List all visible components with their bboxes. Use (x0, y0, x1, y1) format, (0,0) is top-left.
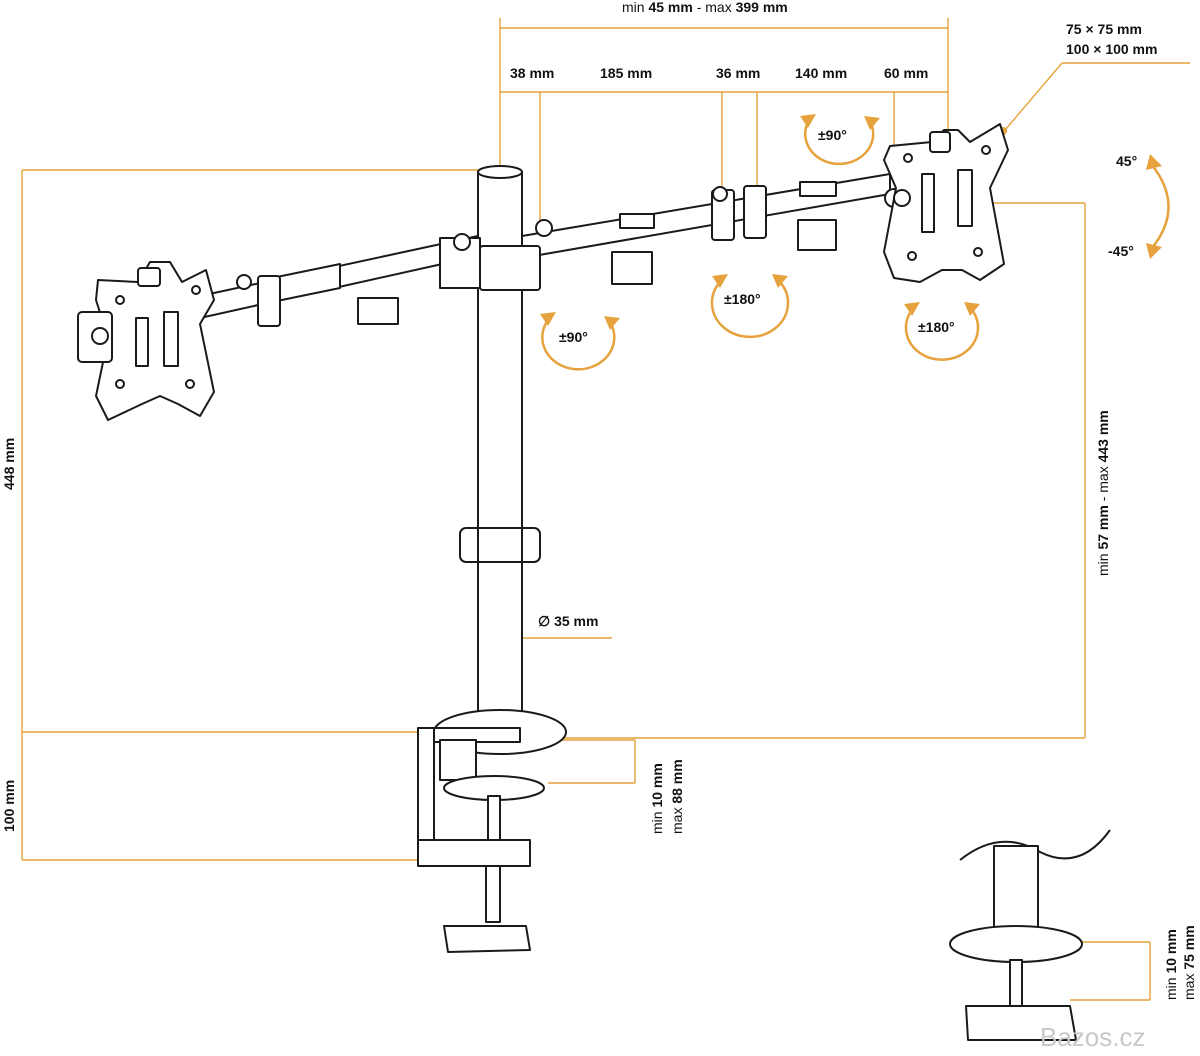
seg1-label: 38 mm (510, 65, 554, 81)
swivel-180-mid-icon: ±180° (710, 274, 790, 339)
span-label: min 45 mm - max 399 mm (622, 0, 788, 15)
swivel-180-mid-label: ±180° (724, 291, 761, 307)
vesa-100-label: 100 × 100 mm (1066, 41, 1157, 57)
watermark: Bazos.cz (1040, 1022, 1146, 1052)
dimension-labels: min 45 mm - max 399 mm 38 mm 185 mm 36 m… (1, 0, 1197, 1000)
height-adjust-label: min 57 mm - max 443 mm (1095, 410, 1111, 576)
seg4-label: 140 mm (795, 65, 847, 81)
seg2-label: 185 mm (600, 65, 652, 81)
desk-gap-label: 100 mm (1, 780, 17, 832)
tilt-down-label: -45° (1108, 243, 1134, 259)
right-vesa-plate (883, 123, 1009, 283)
seg3-label: 36 mm (716, 65, 760, 81)
rotate-90-left-icon: ±90° (540, 312, 620, 371)
grommet-min-label: min 10 mm (1163, 929, 1179, 1000)
grommet-max-label: max 75 mm (1181, 925, 1197, 1000)
vesa-75-label: 75 × 75 mm (1066, 21, 1142, 37)
tilt-up-label: 45° (1116, 153, 1137, 169)
grommet-inset (949, 829, 1111, 1041)
desk-clamp (417, 709, 567, 953)
clamp-max-label: max 88 mm (669, 759, 685, 834)
left-arm (199, 233, 481, 327)
rotate-90-left-label: ±90° (559, 329, 588, 345)
clamp-min-label: min 10 mm (649, 763, 665, 834)
rotation-indicators: 45° -45° ±90° ±90° ±180° ± (540, 114, 1170, 371)
right-arm (479, 173, 904, 291)
tilt-arc-icon: 45° -45° (1108, 153, 1170, 259)
pole-diameter-label: ∅ 35 mm (538, 613, 598, 629)
swivel-180-right-icon: ±180° (904, 302, 980, 361)
rotate-90-top-label: ±90° (818, 127, 847, 143)
left-vesa-plate (77, 261, 215, 421)
pole-height-label: 448 mm (1, 438, 17, 490)
seg5-label: 60 mm (884, 65, 928, 81)
swivel-180-right-label: ±180° (918, 319, 955, 335)
rotate-90-top-icon: ±90° (800, 114, 880, 166)
